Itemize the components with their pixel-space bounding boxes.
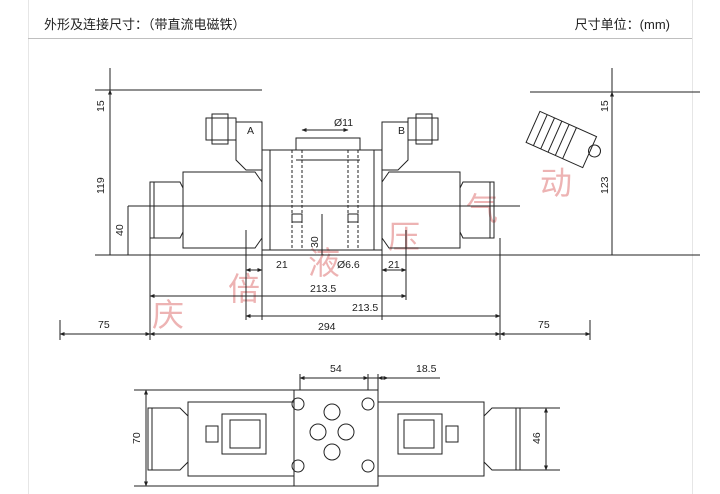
watermark-char: 动 [540,164,572,202]
top-left-coil-window [221,413,267,455]
front-view [59,68,700,340]
top-right-knob [483,407,521,471]
watermark-char: 庆 [152,296,184,334]
header-unit: 尺寸单位：(mm) [574,17,670,32]
header-rule [28,38,692,39]
watermark-char: 倍 [228,270,260,308]
dim-70: 70 [131,432,143,444]
dim-21-right: 21 [388,259,400,271]
left-manual-knob [149,181,184,239]
watermark-char: 压 [388,218,420,256]
dim-40: 40 [114,224,126,236]
dim-21-left: 21 [276,259,288,271]
ports-hidden-lines [291,150,359,250]
left-solenoid-body [182,171,263,249]
dim-15-right: 15 [599,100,611,112]
dim-75-left: 75 [98,319,110,331]
dim-15-left: 15 [95,100,107,112]
top-view [134,374,560,487]
top-left-solenoid [187,401,295,477]
coil-b-label: B [398,125,405,137]
dim-294: 294 [318,321,336,333]
header-title: 外形及连接尺寸：（带直流电磁铁） [44,17,246,32]
port-t [323,443,341,461]
right-connector [407,117,439,141]
right-angle-plug [525,110,602,169]
dim-119: 119 [95,177,107,194]
top-right-solenoid [377,401,485,477]
frame-right-border [692,0,693,494]
frame-left-border [28,0,29,494]
top-right-coil-inner [403,419,435,449]
top-left-coil-inner [229,419,261,449]
top-right-coil-window [397,413,443,455]
port-a [309,423,327,441]
left-connector [205,117,237,141]
dim-46: 46 [531,432,543,444]
right-coil-housing [381,121,409,171]
top-left-light [205,425,219,443]
top-right-light [445,425,459,443]
right-manual-knob [459,181,495,239]
dim-123: 123 [599,176,611,194]
dim-54: 54 [330,363,342,375]
top-left-knob [147,407,189,471]
left-coil-housing [235,121,263,171]
right-solenoid-body [381,171,461,249]
dim-30: 30 [309,236,321,248]
port-b [337,423,355,441]
right-connector-plug [415,113,433,145]
port-p [323,403,341,421]
left-connector-plug [211,113,229,145]
hole-diameter-label: Ø6.6 [337,259,360,271]
dim-18-5: 18.5 [416,363,437,375]
valve-top-block [295,137,361,151]
coil-a-label: A [247,125,254,137]
watermark-char: 气 [466,190,498,228]
dim-213-5-b: 213.5 [352,302,378,314]
header: 外形及连接尺寸：（带直流电磁铁） 尺寸单位：(mm) [0,0,720,40]
dim-213-5-a: 213.5 [310,283,336,295]
mount-hole-right [347,213,359,223]
mount-hole-left [291,213,303,223]
dim-75-right: 75 [538,319,550,331]
port-diameter-label: Ø11 [334,117,353,129]
